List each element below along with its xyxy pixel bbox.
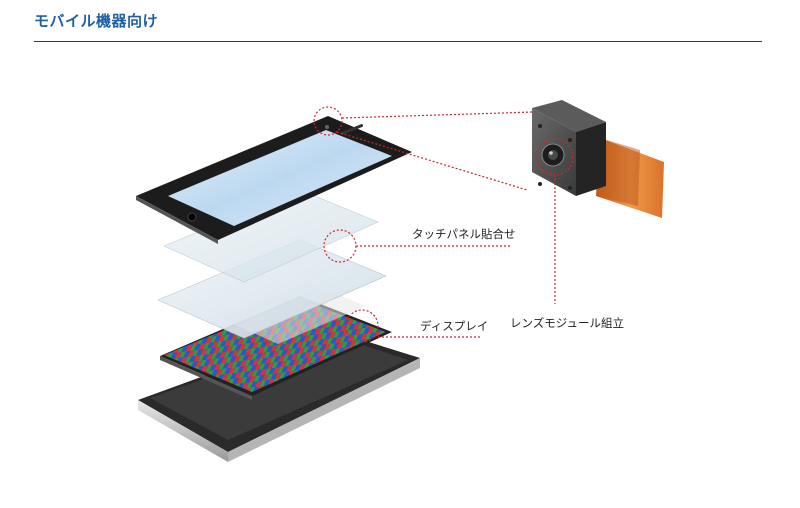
- leader-camera-bottom: [336, 131, 528, 191]
- label-lens-module: レンズモジュール組立: [510, 316, 624, 330]
- camera-lens-module-icon: [532, 100, 664, 218]
- callout-camera-on-phone: [313, 106, 343, 136]
- label-touch-panel: タッチパネル貼合せ: [412, 227, 516, 241]
- page-title: モバイル機器向け: [34, 12, 159, 30]
- label-display: ディスプレイ: [420, 319, 489, 333]
- callout-display: [345, 309, 379, 343]
- title-divider: [34, 41, 762, 42]
- phone-body: [138, 330, 420, 462]
- callout-markers: [313, 106, 574, 343]
- display-panel: [160, 296, 392, 400]
- leader-camera-top: [341, 111, 534, 119]
- smartphone-front-panel-icon: [136, 116, 412, 244]
- touch-panel-layers: [157, 189, 387, 339]
